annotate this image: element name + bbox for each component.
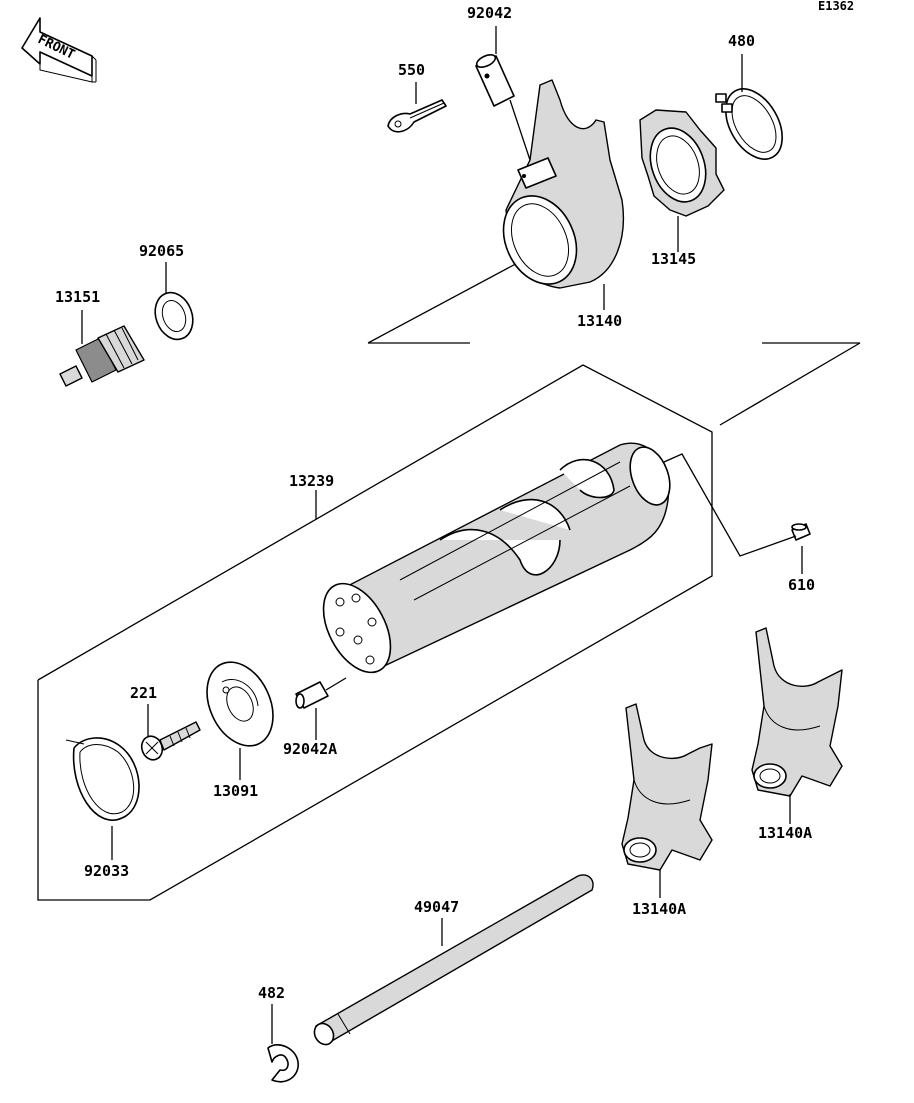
cam-plate-13091 bbox=[206, 661, 274, 747]
pin-92042-top bbox=[475, 54, 515, 107]
label-480: 480 bbox=[728, 32, 755, 50]
washer-92065 bbox=[154, 291, 194, 341]
cotter-pin-550 bbox=[387, 99, 447, 133]
label-482: 482 bbox=[258, 984, 285, 1002]
label-92033: 92033 bbox=[84, 862, 129, 880]
label-221: 221 bbox=[130, 684, 157, 702]
label-610: 610 bbox=[788, 576, 815, 594]
shift-fork-13140A-right bbox=[751, 627, 843, 797]
frame-lines bbox=[37, 251, 861, 901]
screw-221 bbox=[140, 721, 201, 761]
label-13091: 13091 bbox=[213, 782, 258, 800]
label-92042: 92042 bbox=[467, 4, 512, 22]
snap-ring-92033 bbox=[65, 737, 140, 821]
label-13140A-left: 13140A bbox=[632, 900, 686, 918]
label-92042A: 92042A bbox=[283, 740, 337, 758]
label-13140A-right: 13140A bbox=[758, 824, 812, 842]
label-13140: 13140 bbox=[577, 312, 622, 330]
pin-610 bbox=[791, 523, 811, 541]
shift-fork-13140A-left bbox=[621, 703, 713, 871]
circlip-480 bbox=[715, 88, 783, 160]
diagram-code: E1362 bbox=[818, 0, 854, 13]
neutral-switch-13151 bbox=[59, 325, 145, 387]
label-13239: 13239 bbox=[289, 472, 334, 490]
leader-lines bbox=[81, 26, 803, 1044]
shift-fork-13140 bbox=[502, 79, 625, 289]
label-550: 550 bbox=[398, 61, 425, 79]
pin-92042A bbox=[295, 681, 329, 709]
eclip-482 bbox=[267, 1044, 299, 1083]
shaft-49047 bbox=[313, 874, 594, 1046]
label-92065: 92065 bbox=[139, 242, 184, 260]
label-13151: 13151 bbox=[55, 288, 100, 306]
front-arrow-icon: FRONT bbox=[21, 17, 97, 83]
label-13145: 13145 bbox=[651, 250, 696, 268]
shift-drum-13239 bbox=[322, 442, 671, 674]
label-49047: 49047 bbox=[414, 898, 459, 916]
plate-13145 bbox=[639, 109, 725, 217]
